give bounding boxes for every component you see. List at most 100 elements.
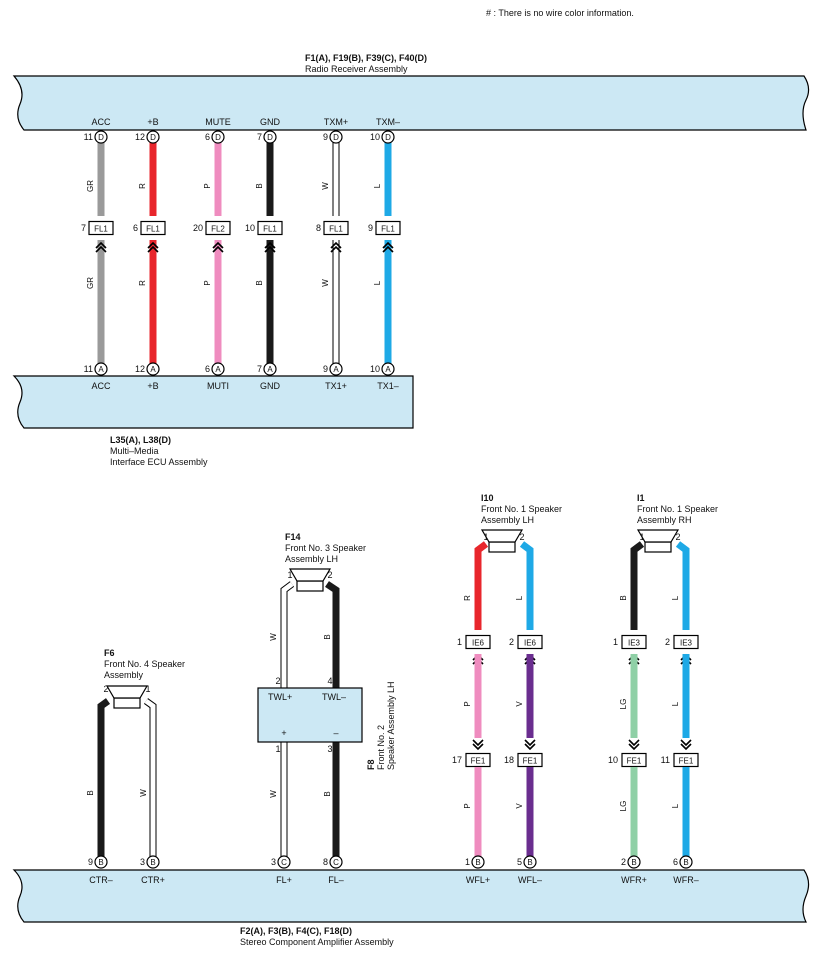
radio-conn-6-letter: D xyxy=(385,133,391,142)
amp-conn-3-letter: C xyxy=(281,858,287,867)
radio-chevron-1-1 xyxy=(95,245,107,253)
i10-speaker-circuit-ie-r-label: IE6 xyxy=(524,639,537,648)
f6-wire-b xyxy=(97,698,111,858)
amp-conn-7 xyxy=(627,855,641,869)
amp-signal-8: WFR– xyxy=(673,875,699,885)
radio-color-lower-4: B xyxy=(255,280,264,285)
i10-speaker-circuit-ie-pin-r: 2 xyxy=(509,637,514,647)
i10-speaker-circuit-fe-r xyxy=(517,752,543,768)
radio-receiver-panel xyxy=(12,75,810,131)
f14-color-r: B xyxy=(323,634,332,639)
f8-label: F8 Front No. 2 Speaker Assembly LH xyxy=(366,681,396,770)
radio-conn-2-letter: D xyxy=(150,133,156,142)
i10-speaker-circuit-ie-r xyxy=(517,634,543,650)
radio-signal-6: TXM– xyxy=(376,117,400,127)
radio-junction-pin-5: 8 xyxy=(316,223,321,233)
i1-speaker-circuit-pin-r: 2 xyxy=(675,532,680,542)
radio-conn-4 xyxy=(263,130,277,144)
ecu-conn-6 xyxy=(381,362,395,376)
radio-signal-2: +B xyxy=(147,117,158,127)
radio-pin-4: 7 xyxy=(257,132,262,142)
multimedia-ecu-line1: Multi–Media xyxy=(110,446,159,456)
radio-signal-3: MUTE xyxy=(205,117,231,127)
f8-twl-minus: TWL– xyxy=(322,692,346,702)
radio-color-upper-4: B xyxy=(255,183,264,188)
amp-signal-4: FL– xyxy=(328,875,344,885)
ecu-signal-2: +B xyxy=(147,381,158,391)
amp-conn-8 xyxy=(679,855,693,869)
i1-speaker-circuit-fe-r xyxy=(673,752,699,768)
radio-chevron-5-1 xyxy=(330,245,342,253)
i1-speaker-circuit-color-low-r: L xyxy=(671,803,680,808)
i10-speaker-circuit-speaker-magnet xyxy=(488,541,516,553)
radio-junction-pin-2: 6 xyxy=(133,223,138,233)
radio-junction-4-label: FL1 xyxy=(263,225,277,234)
ecu-conn-5-letter: A xyxy=(333,365,339,374)
i10-speaker-circuit-color-low-l: P xyxy=(463,803,472,808)
radio-chevron-1-0 xyxy=(95,241,107,249)
radio-color-lower-6: L xyxy=(373,280,382,285)
f8-pin-2: 2 xyxy=(275,676,280,686)
f8-minus: – xyxy=(333,728,338,738)
radio-pin-5: 9 xyxy=(323,132,328,142)
radio-color-upper-6: L xyxy=(373,183,382,188)
ecu-pin-2: 12 xyxy=(135,364,145,374)
i10-speaker-circuit-pin-l: 1 xyxy=(483,532,488,542)
f8-line2: Speaker Assembly LH xyxy=(386,681,396,770)
amp-conn-5-letter: B xyxy=(475,858,480,867)
amp-pin-7: 2 xyxy=(621,857,626,867)
i10-speaker-circuit-color-up-r: L xyxy=(515,595,524,600)
ecu-conn-4-letter: A xyxy=(267,365,273,374)
f6-code: F6 xyxy=(104,648,115,658)
radio-signal-4: GND xyxy=(260,117,281,127)
i1-speaker-circuit-speaker-magnet xyxy=(644,541,672,553)
radio-receiver-name: Radio Receiver Assembly xyxy=(305,64,408,74)
i1-speaker-circuit-chev-dn-l-0 xyxy=(628,743,640,751)
amp-signal-3: FL+ xyxy=(276,875,292,885)
amplifier-title: F2(A), F3(B), F4(C), F18(D) xyxy=(240,926,352,936)
ecu-pin-4: 7 xyxy=(257,364,262,374)
i10-speaker-circuit-pin-r: 2 xyxy=(519,532,524,542)
i10-speaker-circuit-speaker-cone xyxy=(480,529,524,543)
f6-line2: Assembly xyxy=(104,670,144,680)
ecu-pin-5: 9 xyxy=(323,364,328,374)
f8-twl-plus: TWL+ xyxy=(268,692,292,702)
ecu-signal-5: TX1+ xyxy=(325,381,347,391)
multimedia-ecu-title: L35(A), L38(D) xyxy=(110,435,171,445)
radio-chevron-4-1 xyxy=(264,245,276,253)
i10-speaker-circuit-chev-dn-l-1 xyxy=(472,739,484,747)
radio-color-upper-1: GR xyxy=(86,180,95,192)
radio-color-lower-3: P xyxy=(203,280,212,285)
i10-speaker-circuit-wire-up-r xyxy=(519,541,534,630)
radio-color-lower-1: GR xyxy=(86,277,95,289)
radio-junction-2-label: FL1 xyxy=(146,225,160,234)
radio-pin-6: 10 xyxy=(370,132,380,142)
i1-speaker-circuit-ie-pin-r: 2 xyxy=(665,637,670,647)
amplifier-pins: B9CTR–B3CTR+C3FL+C8FL–B1WFL+B5WFL–B2WFR+… xyxy=(88,855,699,885)
ecu-conn-2-letter: A xyxy=(150,365,156,374)
radio-junction-3 xyxy=(205,220,231,236)
radio-chevron-4-0 xyxy=(264,241,276,249)
i10-speaker-circuit-fe-r-label: FE1 xyxy=(523,757,538,766)
radio-chevron-2-1 xyxy=(147,245,159,253)
i1-speaker-circuit-fe-l-label: FE1 xyxy=(627,757,642,766)
ecu-signal-4: GND xyxy=(260,381,281,391)
amp-signal-2: CTR+ xyxy=(141,875,165,885)
amplifier-name: Stereo Component Amplifier Assembly xyxy=(240,937,394,947)
radio-chevron-6-0 xyxy=(382,241,394,249)
amp-pin-6: 5 xyxy=(517,857,522,867)
i10-speaker-circuit-wire-up-l xyxy=(474,541,489,630)
ecu-signal-1: ACC xyxy=(91,381,111,391)
radio-pin-2: 12 xyxy=(135,132,145,142)
i10-speaker-circuit-ie-l xyxy=(465,634,491,650)
amp-pin-2: 3 xyxy=(140,857,145,867)
radio-junction-6 xyxy=(375,220,401,236)
radio-conn-3-letter: D xyxy=(215,133,221,142)
f6-line1: Front No. 4 Speaker xyxy=(104,659,185,669)
i10-speaker-circuit-ie-l-label: IE6 xyxy=(472,639,485,648)
f6-pin-l: 2 xyxy=(103,684,108,694)
